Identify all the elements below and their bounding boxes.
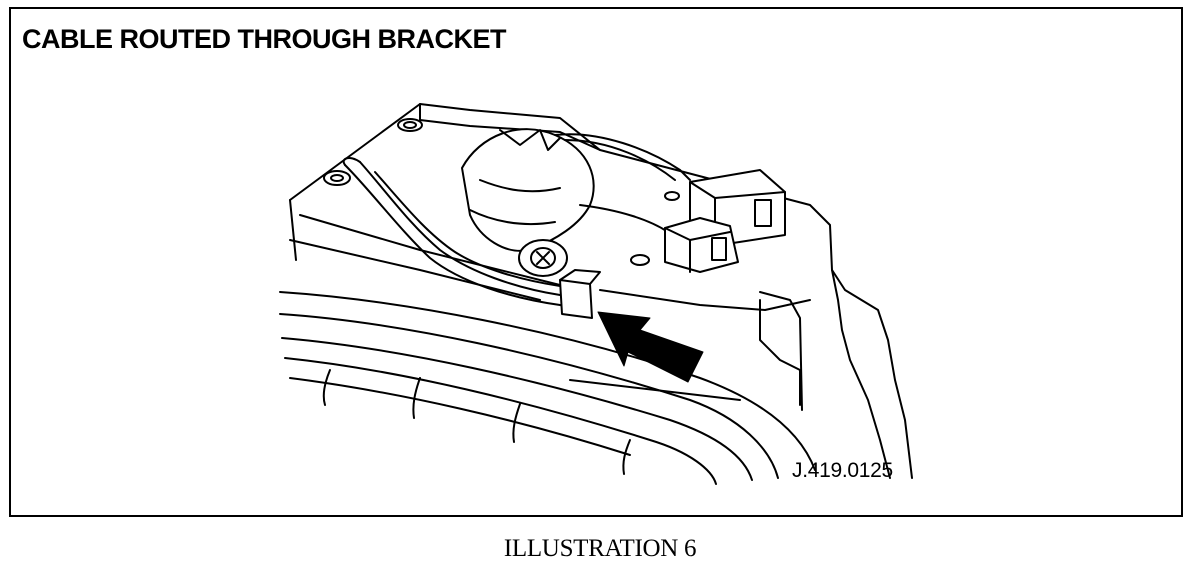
harness-boot (462, 129, 594, 251)
figure-caption: ILLUSTRATION 6 (503, 535, 697, 562)
mounting-bosses (324, 119, 679, 265)
illustration-frame (9, 7, 1183, 517)
cable-bracket (519, 240, 600, 318)
pointer-arrow (598, 312, 703, 382)
housing-body (290, 104, 912, 478)
connectors (665, 170, 785, 272)
cover-rails (280, 292, 815, 484)
cable-loop (344, 134, 690, 312)
figure-title: CABLE ROUTED THROUGH BRACKET (22, 24, 506, 54)
reference-code: J.419.0125 (792, 459, 893, 482)
